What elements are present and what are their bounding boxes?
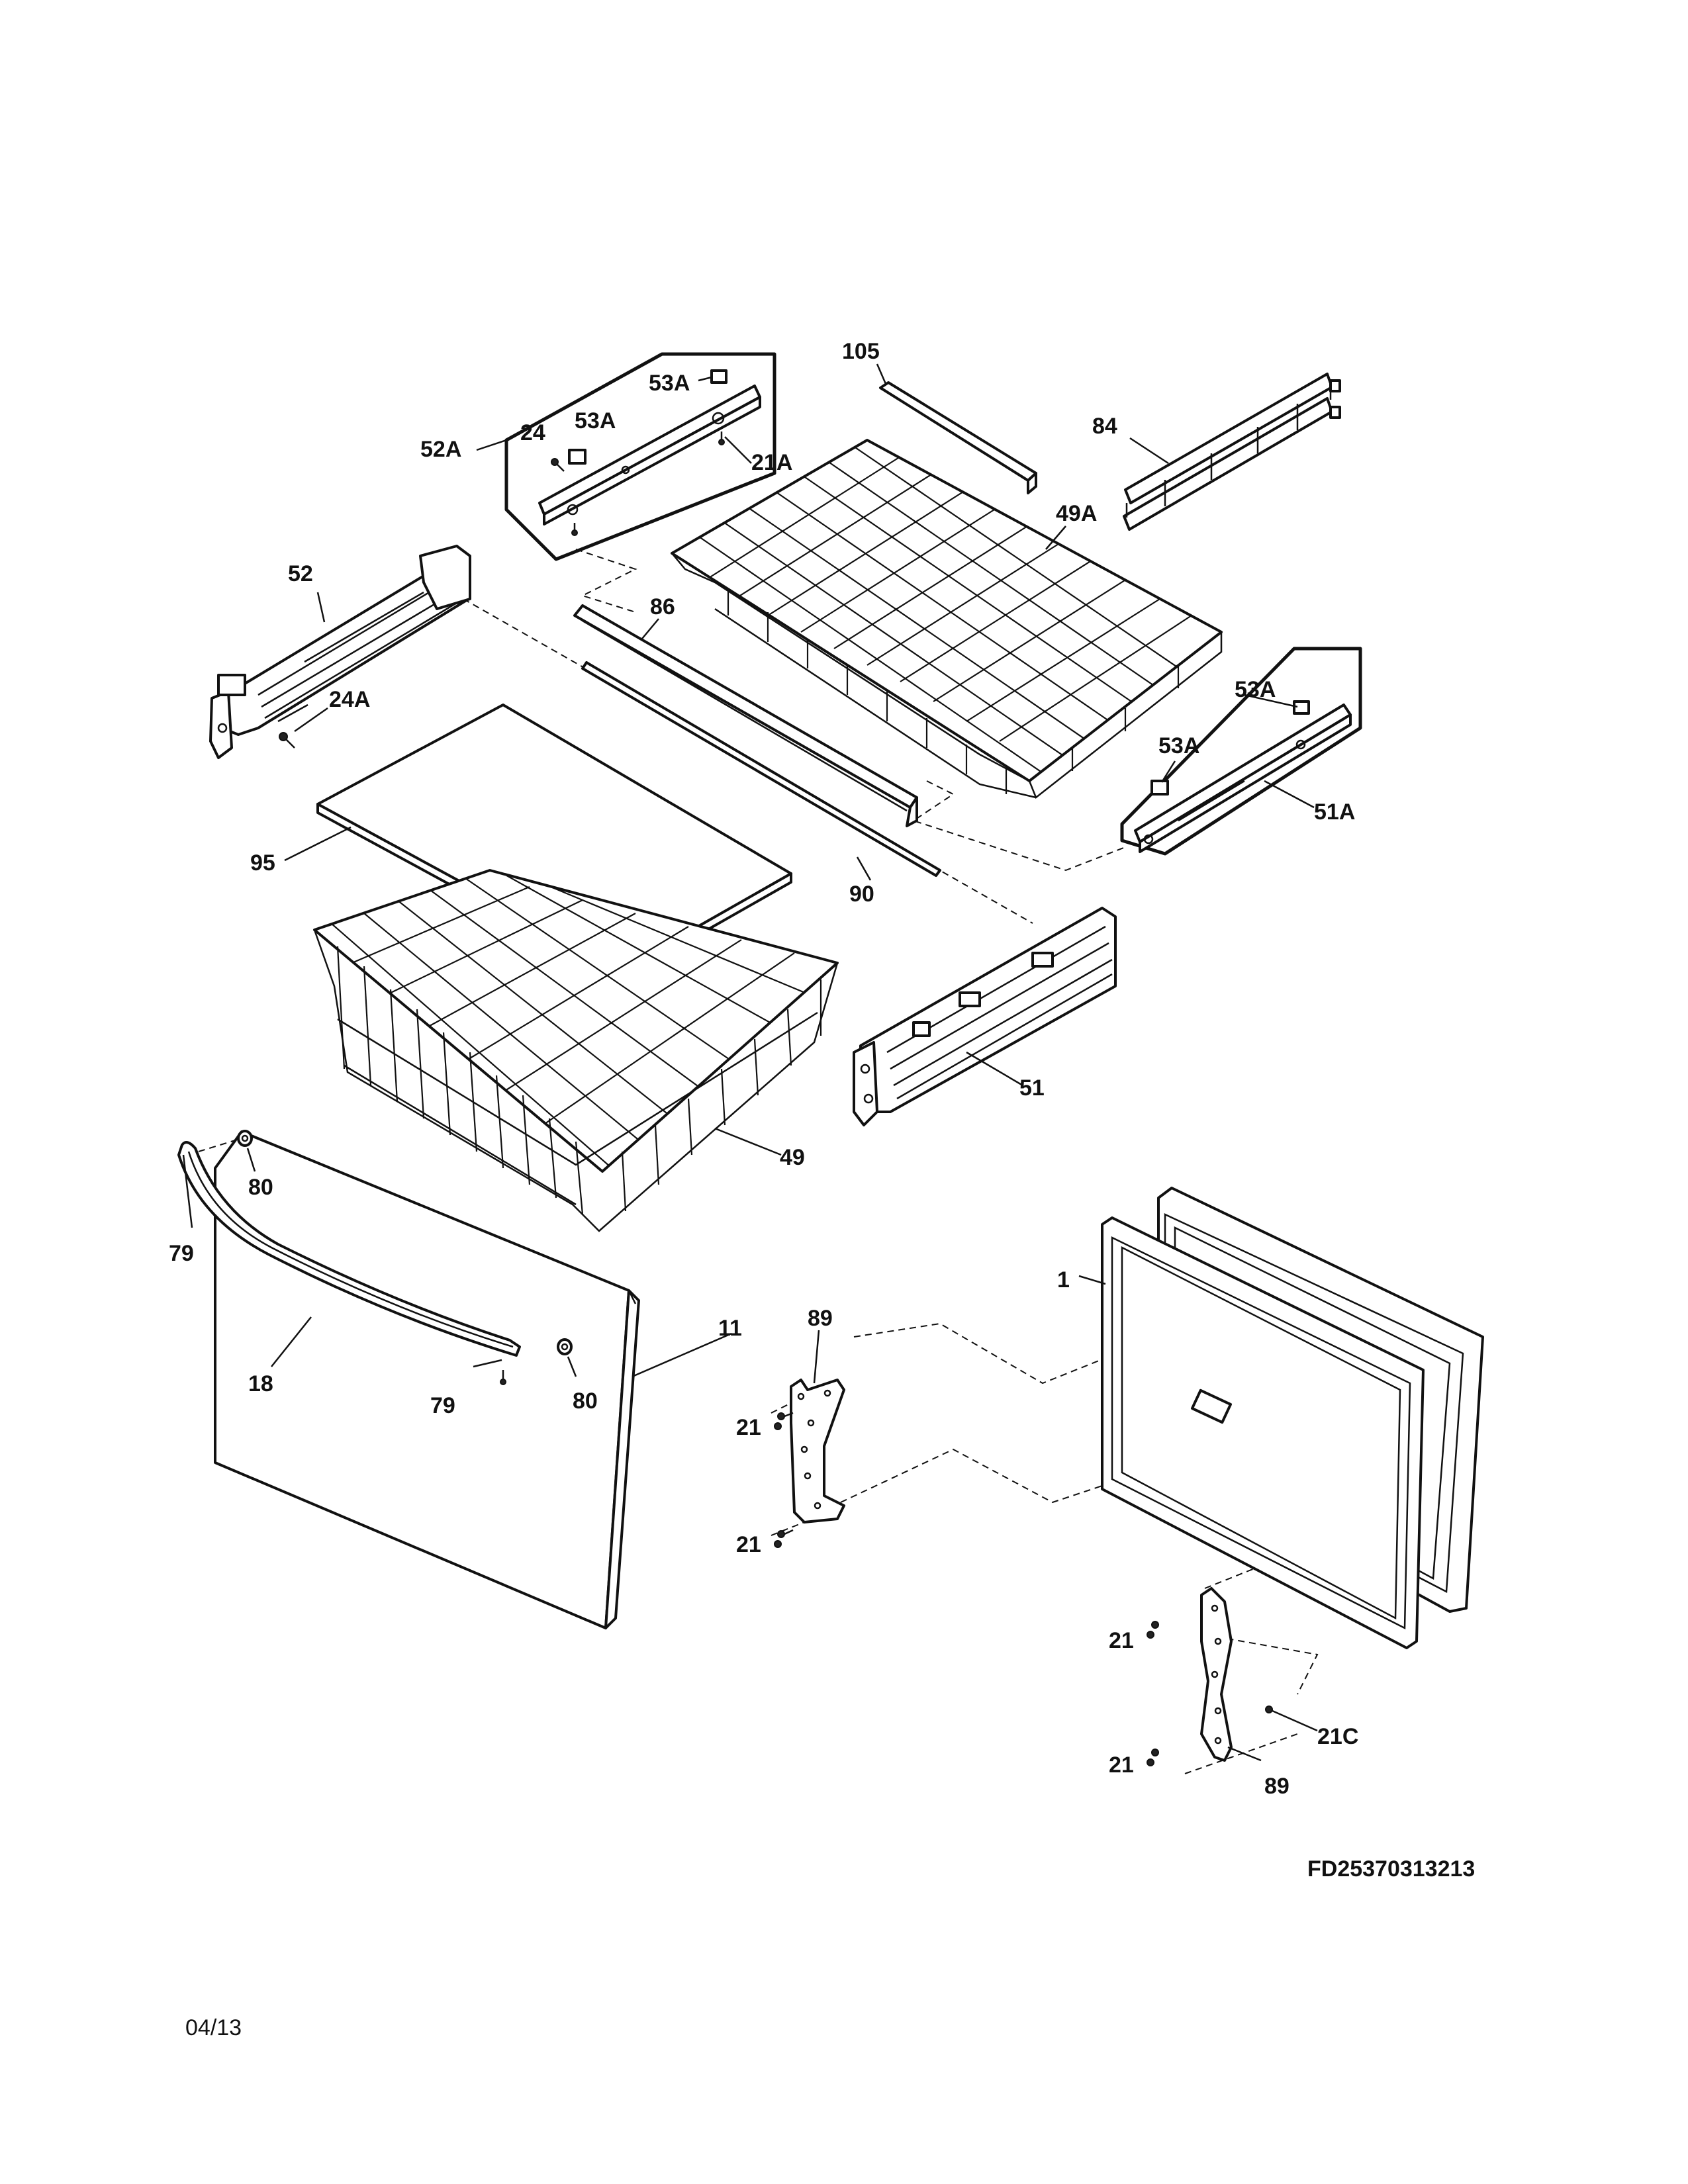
label-21-right-upper: 21 [1109,1628,1134,1653]
label-21A: 21A [751,450,792,475]
part-51-right-slide [853,907,1117,1126]
label-84: 84 [1092,414,1117,439]
callout-labels: 105 84 53A 53A 52A 24 21A 49A 52 86 24A … [169,339,1358,1799]
label-49: 49 [780,1145,805,1170]
label-51A: 51A [1314,799,1355,825]
part-79-screw-bottom [500,1370,506,1385]
screws-21-left-lower [774,1529,794,1548]
part-84-wire-divider [1123,373,1341,531]
part-105-rail-cover [879,381,1037,494]
label-21C: 21C [1317,1724,1358,1749]
label-89-right: 89 [1264,1774,1289,1799]
label-86: 86 [650,594,675,619]
part-11-drawer-front [214,1130,640,1629]
label-51: 51 [1019,1075,1045,1101]
label-95: 95 [250,850,275,876]
leader-lines [182,363,1318,1762]
part-1-gasket [1101,1216,1425,1649]
part-86-front-trim [573,604,918,827]
label-90: 90 [849,882,874,907]
label-53A-right2: 53A [1158,733,1199,758]
screws-21-right-upper [1147,1621,1159,1639]
date-code: 04/13 [185,2015,242,2040]
label-49A: 49A [1056,501,1097,526]
label-1: 1 [1057,1267,1070,1293]
part-18-handle [177,1141,521,1357]
part-49A-upper-wire-basket [671,439,1223,799]
label-11: 11 [718,1316,742,1341]
label-80-top: 80 [248,1175,273,1200]
label-21-right-lower: 21 [1109,1752,1134,1778]
part-80-endcap-bottom [557,1338,573,1355]
label-105: 105 [842,339,880,364]
part-80-endcap-top [237,1130,253,1147]
part-52-left-slide [209,545,471,759]
label-53A-right1: 53A [1235,677,1276,702]
part-90-strip [581,661,941,877]
label-52A: 52A [420,437,461,462]
label-52: 52 [288,561,313,586]
label-24A: 24A [329,687,370,712]
label-21-left-upper: 21 [736,1415,761,1440]
part-89-bracket-right [1200,1587,1233,1762]
screws-21-right-lower [1147,1749,1159,1766]
label-18: 18 [248,1371,273,1396]
screws-21-left-upper [774,1412,794,1430]
box-52A-slide-kit [504,352,776,561]
label-21-left-lower: 21 [736,1532,761,1557]
drawing-id: FD25370313213 [1307,1856,1475,1882]
part-89-bracket-left [790,1379,845,1524]
box-51A-slide-kit [1120,647,1362,856]
label-53A-top: 53A [649,371,690,396]
part-24A-screw [279,732,295,749]
label-80-bottom: 80 [573,1388,598,1414]
label-79-bottom: 79 [430,1393,455,1418]
label-53A-top2: 53A [575,408,616,433]
label-24: 24 [520,420,545,445]
part-49-lower-wire-basket [313,869,839,1232]
label-89-left: 89 [808,1306,833,1331]
label-79-top: 79 [169,1241,194,1266]
part-21C-screw [1265,1706,1273,1713]
